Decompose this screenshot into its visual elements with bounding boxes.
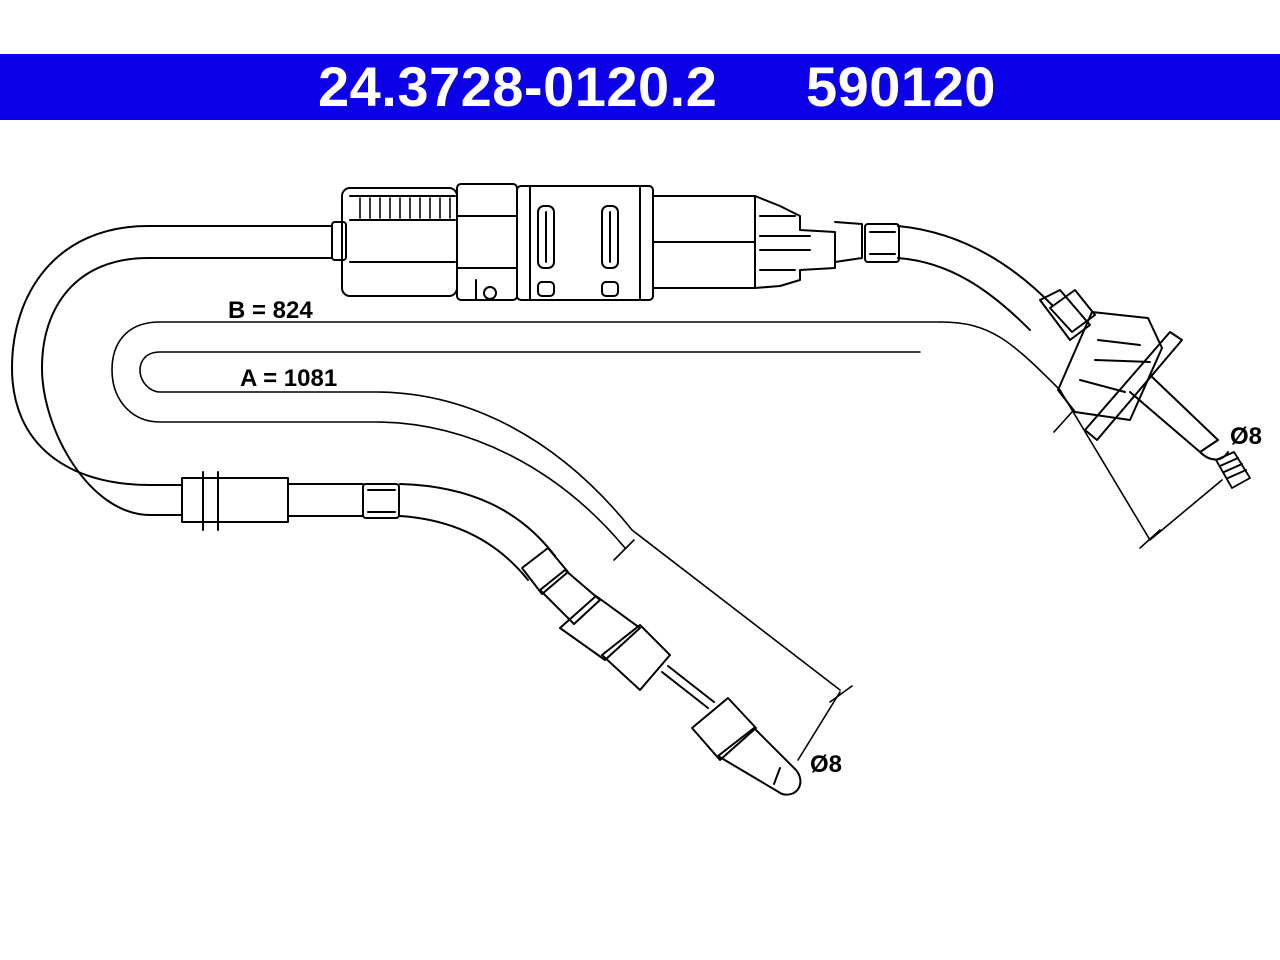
- adjuster-spring: [359, 197, 451, 219]
- dimension-label-a: A = 1081: [240, 365, 337, 392]
- dimension-lines: [111, 321, 1223, 761]
- adjuster-assembly: [331, 183, 900, 301]
- header-band: 24.3728-0120.2 590120: [0, 54, 1280, 120]
- diameter-label-bottom: Ø8: [810, 751, 842, 778]
- reference-number: 590120: [806, 55, 996, 118]
- right-end-fitting: [1039, 289, 1251, 489]
- lower-end-fitting: [181, 471, 802, 796]
- cable-sheath: [11, 225, 1053, 581]
- part-number: 24.3728-0120.2: [318, 55, 718, 118]
- dimension-label-b: B = 824: [228, 297, 313, 324]
- diameter-label-right: Ø8: [1230, 423, 1262, 450]
